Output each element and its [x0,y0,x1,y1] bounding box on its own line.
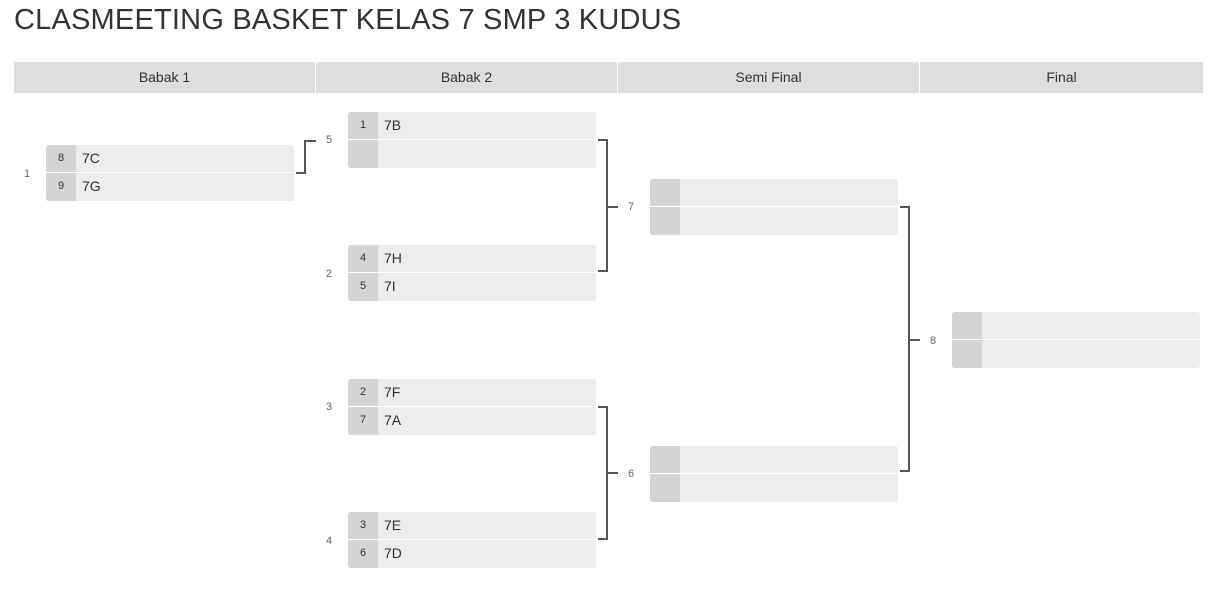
seed-number: 5 [348,273,378,301]
match-1-bottom-slot[interactable]: 9 7G [46,173,294,201]
match-8-top-slot[interactable] [952,312,1200,339]
connector-line [304,140,316,142]
match-1[interactable]: 8 7C 9 7G [46,145,294,201]
team-name: 7E [384,517,402,533]
match-6-top-slot[interactable] [650,446,898,473]
team-name: 7A [384,412,402,428]
match-6[interactable] [650,446,898,502]
seed-number [650,207,680,235]
match-number-1: 1 [24,168,31,180]
team-name: 7C [82,150,100,166]
match-2-bottom-slot[interactable]: 5 7I [348,273,596,301]
seed-number [650,179,680,206]
slot-divider [348,406,596,407]
team-name: 7D [384,545,402,561]
match-4[interactable]: 3 7E 6 7D [348,512,596,568]
connector-line [598,139,608,141]
slot-divider [650,206,898,207]
slot-divider [348,539,596,540]
match-2[interactable]: 4 7H 5 7I [348,245,596,301]
match-3-bottom-slot[interactable]: 7 7A [348,407,596,435]
seed-number: 6 [348,540,378,568]
slot-divider [952,339,1200,340]
seed-number [952,340,982,368]
connector-line [598,538,608,540]
team-name: 7I [384,278,396,294]
match-number-7: 7 [628,201,635,213]
match-8[interactable] [952,312,1200,368]
page-title: CLASMEETING BASKET KELAS 7 SMP 3 KUDUS [14,4,682,36]
team-name: 7H [384,250,402,266]
connector-line [304,140,306,174]
match-1-top-slot[interactable]: 8 7C [46,145,294,172]
connector-line [908,206,910,472]
seed-number: 7 [348,407,378,435]
match-2-top-slot[interactable]: 4 7H [348,245,596,272]
match-number-8: 8 [930,335,937,347]
round-header-babak-1: Babak 1 [14,62,315,93]
connector-line [606,139,608,272]
team-name: 7F [384,384,401,400]
round-header-babak-2: Babak 2 [316,62,617,93]
connector-line [296,172,306,174]
match-5[interactable]: 1 7B [348,112,596,168]
slot-divider [348,139,596,140]
connector-line [608,206,618,208]
match-5-top-slot[interactable]: 1 7B [348,112,596,139]
match-6-bottom-slot[interactable] [650,474,898,502]
round-header-semi-final: Semi Final [618,62,919,93]
seed-number: 8 [46,145,76,172]
team-name: 7B [384,117,402,133]
match-3[interactable]: 2 7F 7 7A [348,379,596,435]
seed-number: 3 [348,512,378,539]
seed-number [650,446,680,473]
match-4-top-slot[interactable]: 3 7E [348,512,596,539]
match-number-2: 2 [326,268,333,280]
slot-divider [348,272,596,273]
slot-divider [46,172,294,173]
match-4-bottom-slot[interactable]: 6 7D [348,540,596,568]
connector-line [910,339,920,341]
match-8-bottom-slot[interactable] [952,340,1200,368]
match-5-bottom-slot[interactable] [348,140,596,168]
match-number-3: 3 [326,401,333,413]
seed-number: 2 [348,379,378,406]
match-7-top-slot[interactable] [650,179,898,206]
connector-line [598,406,608,408]
seed-number: 4 [348,245,378,272]
match-number-6: 6 [628,468,635,480]
connector-line [598,270,608,272]
seed-number [952,312,982,339]
round-header-final: Final [920,62,1203,93]
connector-line [900,470,910,472]
seed-number [650,474,680,502]
match-number-4: 4 [326,535,333,547]
slot-divider [650,473,898,474]
seed-number: 9 [46,173,76,201]
seed-number [348,140,378,168]
match-3-top-slot[interactable]: 2 7F [348,379,596,406]
seed-number: 1 [348,112,378,139]
connector-line [606,406,608,540]
match-number-5: 5 [326,134,333,146]
team-name: 7G [82,178,101,194]
match-7[interactable] [650,179,898,235]
connector-line [608,472,618,474]
connector-line [900,206,910,208]
match-7-bottom-slot[interactable] [650,207,898,235]
